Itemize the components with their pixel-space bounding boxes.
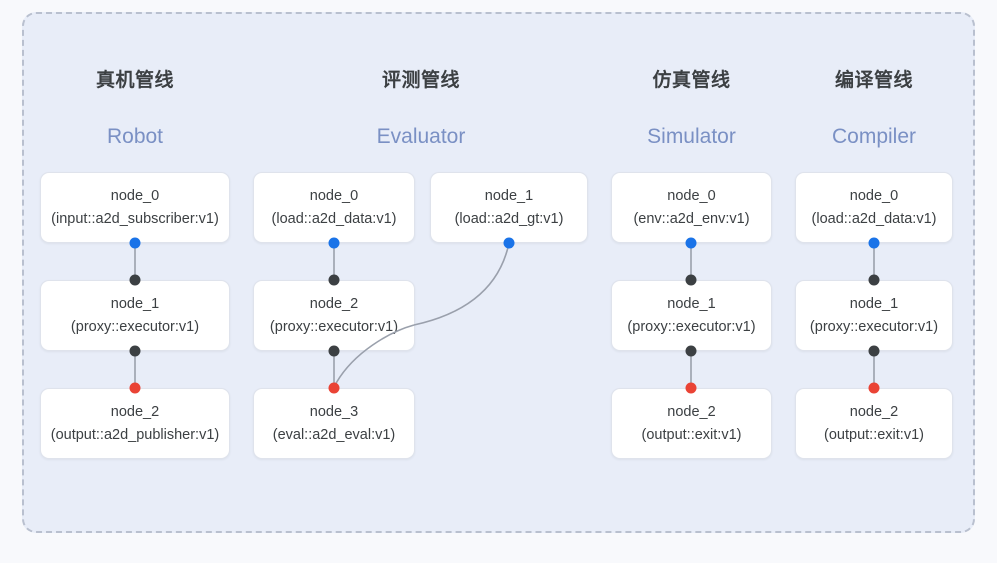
node-name: node_3 (309, 404, 359, 421)
node-name: node_1 (667, 296, 716, 313)
node-evaluator-3[interactable]: node_3 (eval::a2d_eval:v1) (253, 388, 415, 459)
node-type: (proxy::executor:v1) (627, 318, 756, 335)
node-type: (eval::a2d_eval:v1) (272, 426, 396, 443)
column-title-compiler: 编译管线 (834, 70, 913, 91)
node-name: node_0 (667, 188, 716, 205)
port-input-simulator-1[interactable] (685, 274, 697, 286)
port-terminal-compiler-2[interactable] (868, 382, 880, 394)
port-terminal-simulator-2[interactable] (685, 382, 697, 394)
node-name: node_0 (309, 188, 359, 205)
node-name: node_1 (484, 188, 534, 205)
node-name: node_2 (110, 404, 160, 421)
node-type: (output::a2d_publisher:v1) (50, 426, 220, 443)
node-evaluator-2[interactable]: node_2 (proxy::executor:v1) (253, 280, 415, 351)
port-terminal-robot-2[interactable] (129, 382, 141, 394)
node-name: node_2 (667, 404, 716, 421)
column-title-evaluator: 评测管线 (381, 70, 460, 91)
node-name: node_2 (309, 296, 359, 313)
port-terminal-evaluator-3[interactable] (328, 382, 340, 394)
node-name: node_0 (849, 188, 899, 205)
node-name: node_1 (849, 296, 899, 313)
node-type: (output::exit:v1) (641, 426, 742, 443)
node-type: (input::a2d_subscriber:v1) (51, 210, 219, 227)
node-simulator-1[interactable]: node_1 (proxy::executor:v1) (611, 280, 772, 351)
node-evaluator-gt[interactable]: node_1 (load::a2d_gt:v1) (430, 172, 588, 243)
port-output-robot-0[interactable] (129, 237, 141, 249)
node-name: node_2 (849, 404, 899, 421)
port-output-simulator-1[interactable] (685, 345, 697, 357)
node-type: (proxy::executor:v1) (809, 318, 939, 335)
port-output-evaluator-0[interactable] (328, 237, 340, 249)
column-title-robot: 真机管线 (95, 70, 174, 91)
port-input-evaluator-2[interactable] (328, 274, 340, 286)
port-output-compiler-1[interactable] (868, 345, 880, 357)
port-output-evaluator-2[interactable] (328, 345, 340, 357)
node-type: (proxy::executor:v1) (269, 318, 399, 335)
node-type: (load::a2d_data:v1) (811, 210, 937, 227)
node-robot-1[interactable]: node_1 (proxy::executor:v1) (40, 280, 230, 351)
node-type: (load::a2d_data:v1) (271, 210, 397, 227)
column-title-simulator: 仿真管线 (652, 70, 731, 91)
port-output-evaluator-gt[interactable] (503, 237, 515, 249)
node-type: (output::exit:v1) (824, 426, 924, 443)
node-simulator-2[interactable]: node_2 (output::exit:v1) (611, 388, 772, 459)
node-type: (proxy::executor:v1) (70, 318, 200, 335)
port-input-compiler-1[interactable] (868, 274, 880, 286)
node-name: node_1 (110, 296, 160, 313)
node-compiler-0[interactable]: node_0 (load::a2d_data:v1) (795, 172, 953, 243)
port-output-robot-1[interactable] (129, 345, 141, 357)
node-type: (load::a2d_gt:v1) (454, 210, 564, 227)
node-type: (env::a2d_env:v1) (633, 210, 750, 227)
node-simulator-0[interactable]: node_0 (env::a2d_env:v1) (611, 172, 772, 243)
port-input-robot-1[interactable] (129, 274, 141, 286)
node-compiler-2[interactable]: node_2 (output::exit:v1) (795, 388, 953, 459)
column-subtitle-robot: Robot (106, 125, 164, 148)
port-output-compiler-0[interactable] (868, 237, 880, 249)
node-evaluator-0[interactable]: node_0 (load::a2d_data:v1) (253, 172, 415, 243)
node-name: node_0 (110, 188, 160, 205)
port-output-simulator-0[interactable] (685, 237, 697, 249)
node-compiler-1[interactable]: node_1 (proxy::executor:v1) (795, 280, 953, 351)
column-subtitle-compiler: Compiler (831, 125, 917, 148)
column-subtitle-simulator: Simulator (647, 125, 736, 148)
node-robot-0[interactable]: node_0 (input::a2d_subscriber:v1) (40, 172, 230, 243)
node-robot-2[interactable]: node_2 (output::a2d_publisher:v1) (40, 388, 230, 459)
column-subtitle-evaluator: Evaluator (376, 125, 466, 148)
